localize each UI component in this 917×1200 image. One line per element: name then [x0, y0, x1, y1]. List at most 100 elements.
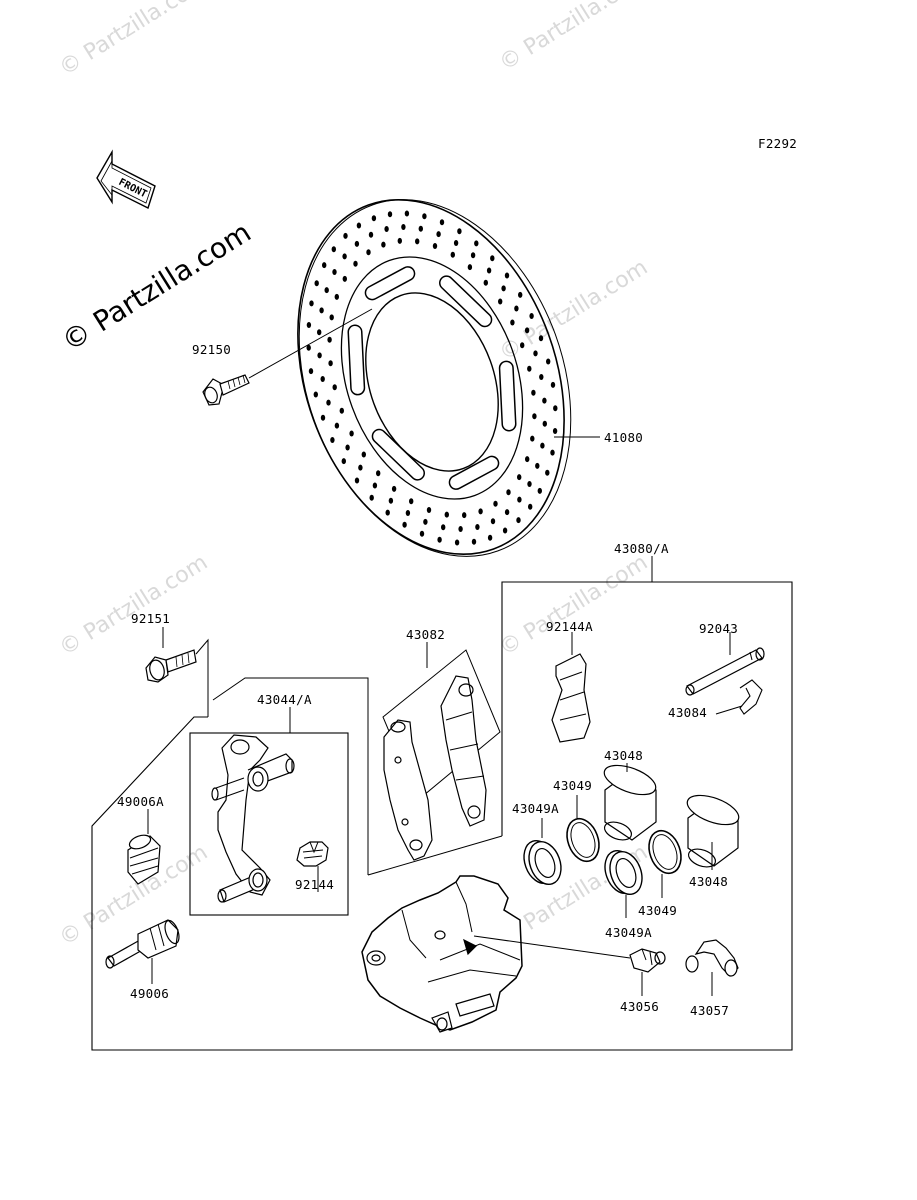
part-label-43048-upper[interactable]: 43048 [604, 748, 644, 763]
disc-drill-hole [504, 509, 510, 516]
part-label-43084[interactable]: 43084 [668, 705, 708, 720]
disc-drill-hole [324, 287, 329, 294]
disc-drill-hole [368, 231, 374, 238]
boot-49006A [127, 809, 161, 885]
disc-drill-hole [322, 262, 327, 269]
disc-drill-hole [531, 389, 536, 396]
disc-drill-hole [542, 420, 547, 427]
disc-drill-hole [546, 358, 551, 365]
disc-drill-hole [437, 536, 442, 543]
disc-drill-hole [537, 487, 542, 494]
disc-drill-hole [486, 267, 492, 274]
disc-drill-hole [422, 213, 427, 220]
part-label-41080[interactable]: 41080 [604, 430, 644, 445]
disc-drill-hole [405, 510, 411, 516]
caliper-body [361, 875, 631, 1033]
dust-seal-43049A-lower [604, 849, 643, 918]
disc-drill-hole [471, 538, 477, 545]
part-label-43082[interactable]: 43082 [406, 627, 446, 642]
disc-drill-hole [332, 384, 337, 391]
disc-drill-hole [529, 313, 534, 319]
disc-drill-hole [423, 518, 428, 525]
pin-clip-43084 [715, 679, 763, 715]
disc-slot-fill [450, 457, 498, 489]
disc-drill-hole [329, 314, 334, 321]
bleeder-cap-43057 [685, 939, 739, 996]
disc-drill-hole [458, 526, 463, 532]
disc-drill-hole [538, 335, 544, 342]
part-label-92151[interactable]: 92151 [131, 611, 171, 626]
anti-rattle-spring-92144A [551, 632, 591, 743]
disc-drill-hole [506, 489, 511, 496]
disc-drill-hole [345, 444, 350, 451]
part-label-43049-upper[interactable]: 43049 [553, 778, 593, 793]
disc-drill-hole [439, 219, 445, 226]
disc-drill-hole [372, 482, 378, 489]
part-label-43056[interactable]: 43056 [620, 999, 660, 1014]
disc-drill-hole [487, 534, 493, 541]
disc-drill-hole [514, 305, 519, 312]
disc-drill-hole [331, 246, 336, 253]
pad-spring-92144 [296, 841, 329, 892]
disc-drill-hole [478, 508, 483, 515]
disc-drill-hole [332, 269, 337, 275]
disc-drill-hole [426, 507, 432, 513]
part-label-43048-lower[interactable]: 43048 [689, 874, 729, 889]
diagram-code: F2292 [758, 136, 798, 151]
disc-drill-hole [371, 215, 377, 222]
disc-drill-hole [354, 240, 360, 247]
piston-seal-43049-lower [648, 829, 682, 898]
disc-drill-hole [356, 222, 362, 229]
disc-drill-hole [493, 500, 498, 507]
disc-drill-hole [545, 469, 550, 476]
disc-drill-hole [457, 228, 462, 235]
disc-slot-fill [373, 430, 424, 480]
brake-disc [297, 199, 572, 557]
disc-drill-hole [418, 225, 423, 232]
disc-drill-hole [490, 518, 496, 525]
part-label-43057[interactable]: 43057 [690, 1003, 730, 1018]
disc-drill-hole [540, 442, 545, 449]
part-label-49006A[interactable]: 49006A [117, 794, 164, 809]
part-label-43049A-upper[interactable]: 43049A [512, 801, 559, 816]
disc-drill-hole [328, 360, 333, 367]
part-label-92150[interactable]: 92150 [192, 342, 232, 357]
disc-drill-hole [517, 474, 522, 481]
disc-drill-hole [501, 285, 506, 292]
part-label-92144[interactable]: 92144 [295, 877, 335, 892]
disc-drill-hole [334, 422, 340, 429]
disc-drill-hole [339, 407, 344, 414]
disc-slot-fill [366, 267, 414, 299]
disc-drill-hole [483, 279, 488, 286]
disc-drill-hole [441, 524, 446, 531]
disc-drill-hole [388, 497, 394, 504]
disc-drill-hole [527, 481, 532, 487]
disc-drill-hole [550, 449, 555, 456]
part-label-92043[interactable]: 92043 [699, 621, 739, 636]
disc-drill-hole [342, 275, 347, 282]
part-label-43080A[interactable]: 43080/A [614, 541, 669, 556]
part-label-43049-lower[interactable]: 43049 [638, 903, 678, 918]
disc-drill-hole [376, 470, 381, 477]
disc-drill-hole [353, 260, 358, 267]
disc-drill-hole [320, 414, 326, 421]
disc-drill-hole [532, 413, 537, 420]
dust-seal-43049A-upper [523, 818, 562, 886]
disc-bolt-92150 [202, 308, 373, 406]
part-label-92144A[interactable]: 92144A [546, 619, 593, 634]
disc-drill-hole [391, 485, 397, 492]
part-label-43044A[interactable]: 43044/A [257, 692, 312, 707]
part-label-43049A-lower[interactable]: 43049A [605, 925, 652, 940]
part-label-49006[interactable]: 49006 [130, 986, 170, 1001]
disc-drill-hole [381, 241, 386, 248]
disc-drill-hole [490, 255, 495, 262]
disc-drill-hole [334, 293, 339, 300]
disc-drill-hole [309, 300, 314, 307]
disc-drill-hole [342, 253, 347, 260]
disc-drill-hole [502, 527, 508, 534]
bleeder-valve-43056 [629, 948, 666, 996]
brake-pads [383, 675, 487, 861]
disc-drill-hole [314, 280, 319, 287]
disc-drill-hole [317, 352, 322, 359]
